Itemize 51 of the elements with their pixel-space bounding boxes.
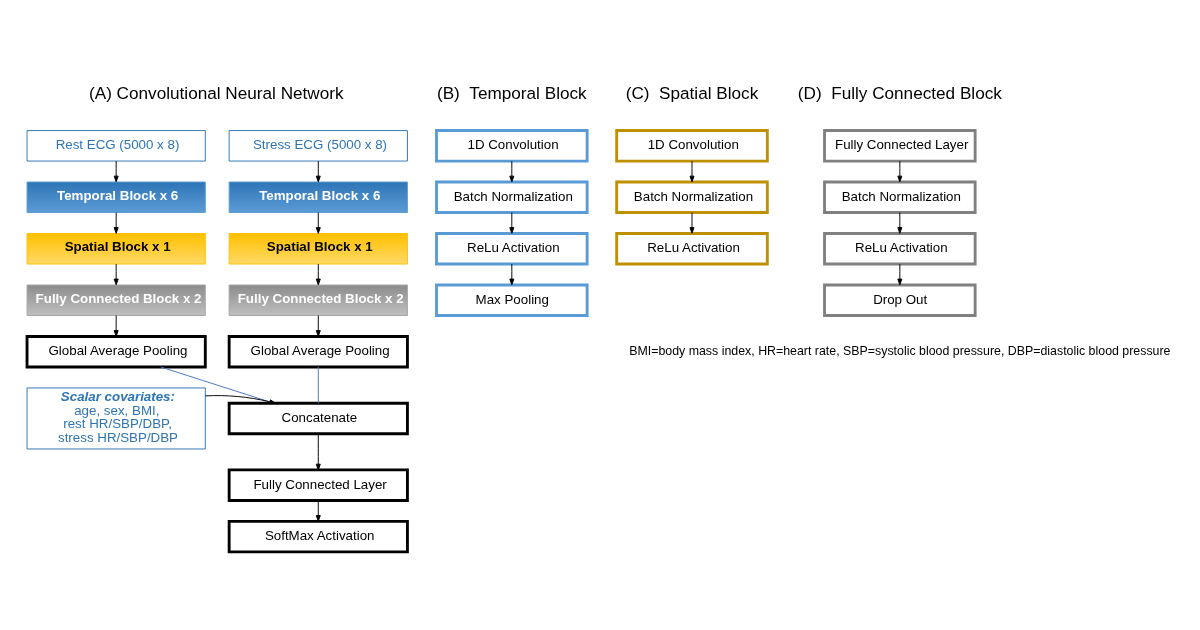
arrow (315, 160, 321, 182)
node-box: Batch Normalization (823, 180, 977, 214)
arrow (689, 160, 695, 182)
arrow (897, 211, 903, 234)
node-box: Fully Connected Layer (227, 468, 409, 502)
arrow (315, 314, 321, 337)
arrow (315, 211, 321, 234)
node-box: ReLu Activation (823, 231, 977, 265)
connector (160, 366, 274, 404)
node-box: Temporal Block x 6 (228, 181, 408, 213)
node-box: 1D Convolution (435, 128, 589, 162)
node-box: Max Pooling (435, 283, 589, 317)
arrow (315, 263, 321, 285)
node-box: Temporal Block x 6 (26, 181, 206, 213)
node-box: Spatial Block x 1 (228, 232, 408, 264)
label: BMI=body mass index, HR=heart rate, SBP=systolic blood pressure, DBP=diastolic blood pressure (629, 343, 1171, 358)
node-box: ReLu Activation (615, 231, 769, 265)
arrow (315, 432, 321, 470)
node-box: SoftMax Activation (227, 519, 409, 553)
arrow (113, 211, 119, 234)
node-box: Drop Out (823, 283, 977, 317)
node-box: Rest ECG (5000 x 8) (26, 129, 206, 162)
label: (A) Convolutional Neural Network (88, 82, 344, 103)
node-box: Fully Connected Block x 2 (228, 284, 408, 316)
node-box: Spatial Block x 1 (26, 232, 206, 264)
arrow (315, 499, 321, 522)
arrow (113, 263, 119, 285)
node-box: 1D Convolution (615, 128, 769, 162)
node-box: Stress ECG (5000 x 8) (228, 129, 408, 162)
connector (317, 366, 319, 404)
node-box: Global Average Pooling (25, 334, 207, 368)
arrow (509, 263, 515, 285)
node-box: Batch Normalization (435, 180, 589, 214)
arrow (509, 211, 515, 234)
arrow (113, 160, 119, 182)
label: (C) Spatial Block (625, 82, 759, 103)
label: (B) Temporal Block (436, 82, 587, 103)
arrow (689, 211, 695, 234)
arrow (509, 160, 515, 182)
arrow (204, 394, 276, 404)
arrow (897, 263, 903, 285)
node-box: Scalar covariates: age, sex, BMI, rest HR/SBP/DBP, stress HR/SBP/DBP (26, 387, 206, 449)
arrow (113, 314, 119, 337)
node-box: Batch Normalization (615, 180, 769, 214)
node-box: Global Average Pooling (227, 334, 409, 368)
arrow (897, 160, 903, 182)
node-box: ReLu Activation (435, 231, 589, 265)
node-box: Fully Connected Block x 2 (26, 284, 206, 316)
node-box: Fully Connected Layer (823, 128, 977, 162)
label: (D) Fully Connected Block (797, 82, 1002, 103)
node-box: Concatenate (227, 401, 409, 435)
